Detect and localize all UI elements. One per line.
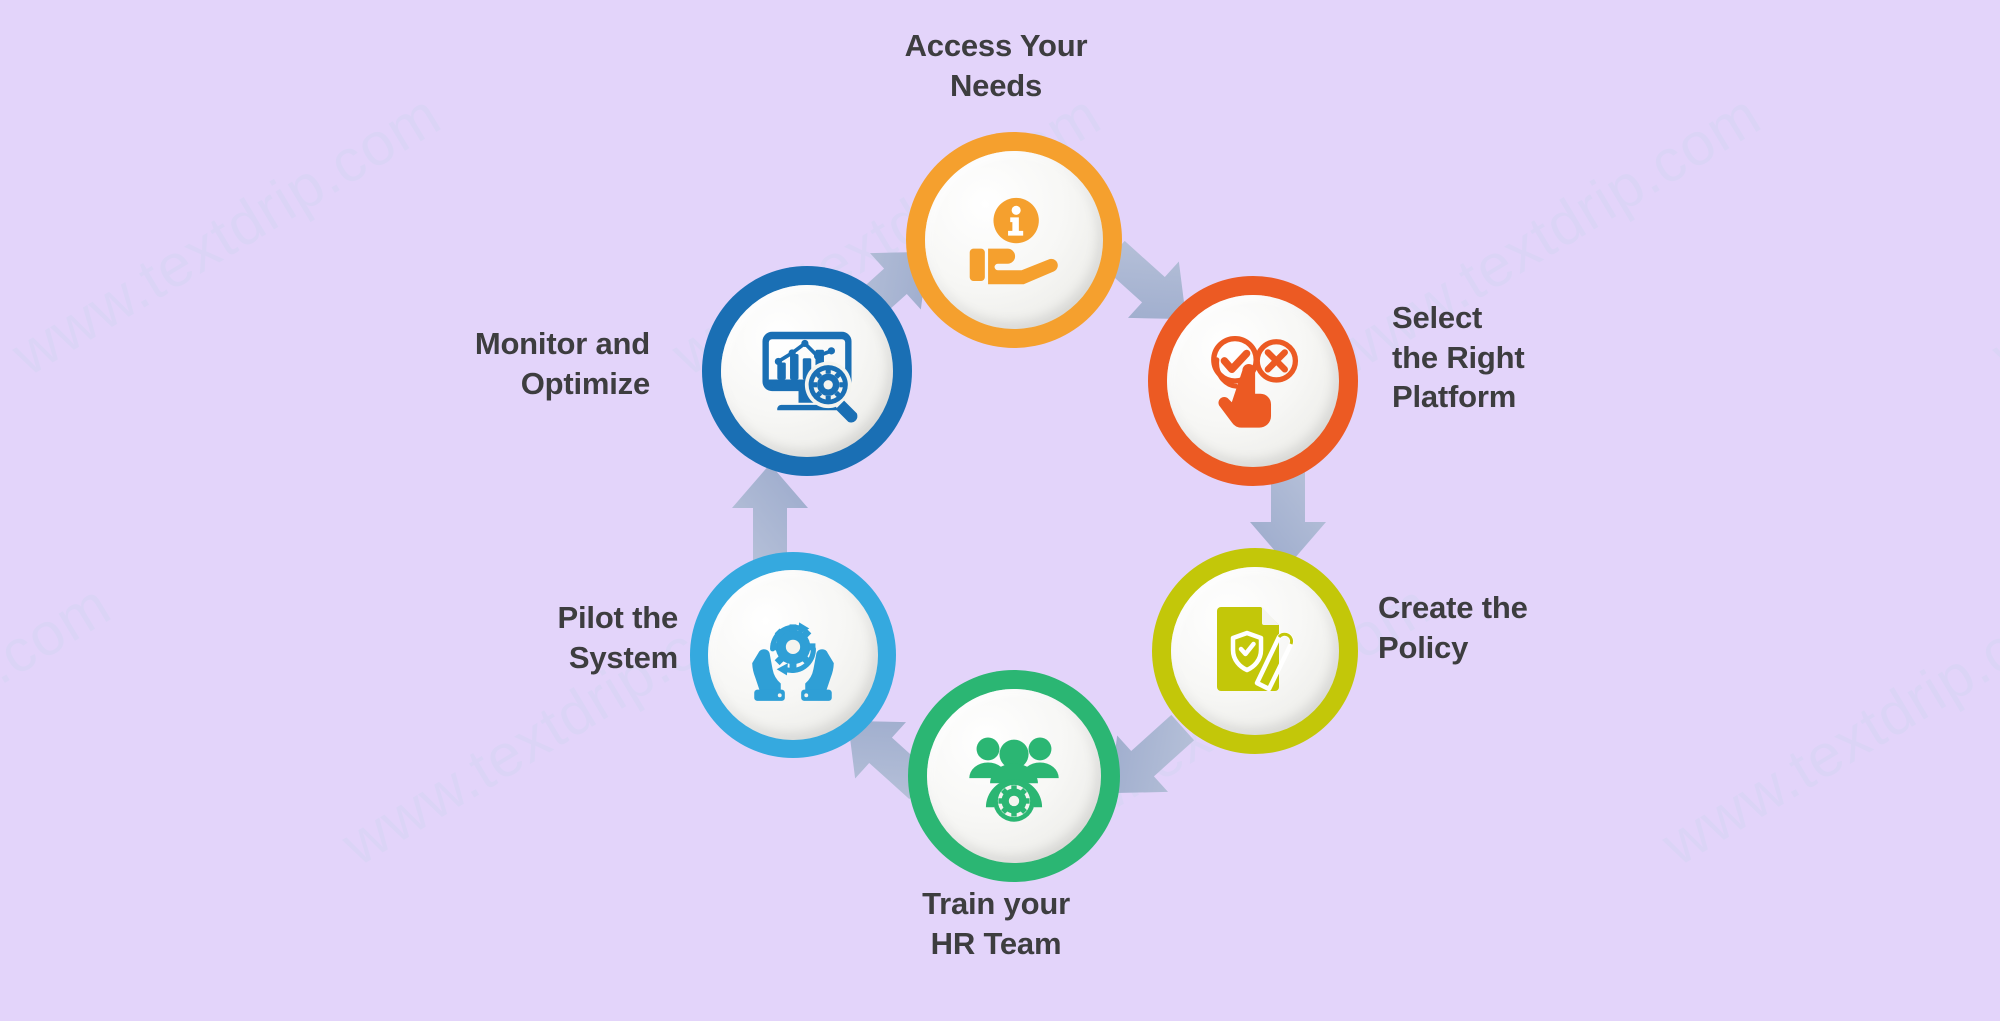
arrow-assess-to-select: [1101, 240, 1187, 320]
team-gear-icon: [969, 737, 1059, 822]
label-select-platform: Select the Right Platform: [1392, 300, 1525, 415]
disc-assess-needs: [925, 151, 1103, 329]
hands-gear-cycle-icon: [752, 622, 834, 701]
document-shield-pen-icon: [1217, 607, 1294, 692]
label-create-policy: Create the Policy: [1378, 590, 1528, 665]
label-monitor-optimize: Monitor and Optimize: [474, 326, 650, 401]
arrow-pilot-to-monitor: [732, 464, 808, 562]
disc-monitor-optimize: [721, 285, 893, 457]
disc-train-hr-team: [927, 689, 1101, 863]
hand-holding-info-icon: [969, 197, 1058, 285]
label-train-hr-team: Train your HR Team: [922, 886, 1070, 961]
disc-create-policy: [1171, 567, 1339, 735]
choice-check-cross-pointer-icon: [1211, 335, 1299, 428]
monitor-analytics-magnifier-icon: [762, 331, 858, 423]
disc-pilot-system: [708, 570, 878, 740]
label-assess-needs: Access Your Needs: [904, 28, 1088, 103]
disc-select-platform: [1167, 295, 1339, 467]
label-pilot-system: Pilot the System: [557, 600, 679, 675]
arrow-select-to-policy: [1250, 468, 1326, 566]
arrow-policy-to-train: [1109, 714, 1195, 794]
